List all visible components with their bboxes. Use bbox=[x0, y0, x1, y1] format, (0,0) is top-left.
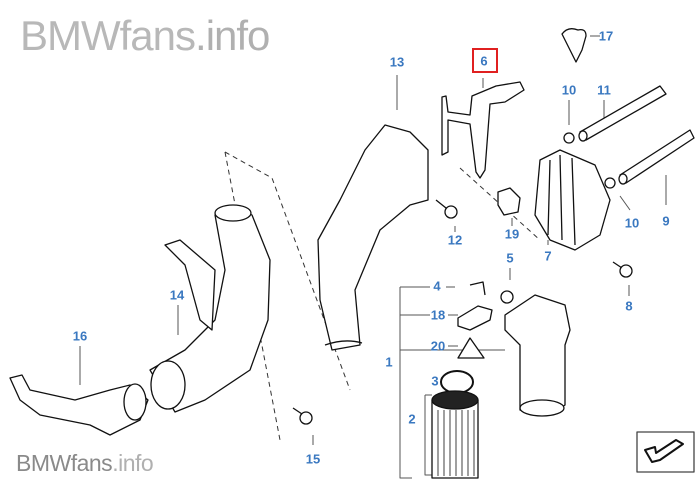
part-19-connector bbox=[497, 187, 521, 216]
watermark-top: BMWfans.info bbox=[20, 12, 270, 60]
part-13-duct bbox=[317, 124, 429, 351]
callout-18[interactable]: 18 bbox=[430, 307, 446, 323]
callout-5[interactable]: 5 bbox=[506, 250, 514, 266]
callout-17[interactable]: 17 bbox=[598, 28, 614, 44]
callout-7[interactable]: 7 bbox=[544, 248, 552, 264]
callout-3[interactable]: 3 bbox=[431, 373, 439, 389]
callout-2[interactable]: 2 bbox=[408, 411, 416, 427]
callout-6[interactable]: 6 bbox=[480, 53, 488, 69]
watermark-top-brand: BMWfans bbox=[20, 12, 196, 59]
part-4-clip bbox=[469, 281, 486, 296]
navigate-arrow-icon[interactable] bbox=[636, 431, 695, 473]
part-17-clip bbox=[561, 28, 587, 63]
part-12-screw bbox=[435, 199, 458, 219]
callout-13[interactable]: 13 bbox=[389, 54, 405, 70]
part-7-housing bbox=[534, 149, 611, 251]
callout-10-bottom[interactable]: 10 bbox=[624, 215, 640, 231]
watermark-bottom-brand: BMWfans bbox=[16, 450, 113, 476]
part-11-tube bbox=[578, 85, 667, 142]
part-6-bracket bbox=[441, 81, 525, 179]
callout-16[interactable]: 16 bbox=[72, 328, 88, 344]
callout-8[interactable]: 8 bbox=[625, 298, 633, 314]
part-20-warning-label bbox=[457, 337, 485, 359]
part-9-tube bbox=[618, 129, 695, 185]
callout-4[interactable]: 4 bbox=[433, 278, 441, 294]
part-10-clamps bbox=[563, 132, 616, 189]
highlight-box-part-6 bbox=[472, 48, 498, 73]
watermark-bottom: BMWfans.info bbox=[16, 450, 154, 477]
callout-14[interactable]: 14 bbox=[169, 287, 185, 303]
callout-20[interactable]: 20 bbox=[430, 338, 446, 354]
part-16-duct bbox=[9, 374, 149, 436]
part-2-filter-element bbox=[431, 390, 479, 479]
part-3-oring bbox=[440, 370, 474, 394]
part-18-plate bbox=[457, 305, 493, 331]
callout-12[interactable]: 12 bbox=[447, 232, 463, 248]
watermark-top-suffix: .info bbox=[195, 12, 270, 59]
part-14-clamp bbox=[164, 239, 216, 331]
part-15-screw bbox=[292, 407, 313, 425]
callout-1[interactable]: 1 bbox=[385, 354, 393, 370]
part-1-filter-housing bbox=[504, 294, 571, 417]
watermark-bottom-suffix: .info bbox=[112, 450, 154, 476]
part-5-nut bbox=[500, 290, 514, 304]
callout-15[interactable]: 15 bbox=[305, 451, 321, 467]
leader-lines bbox=[79, 35, 667, 479]
part-8-screw bbox=[612, 261, 633, 278]
callout-9[interactable]: 9 bbox=[662, 213, 670, 229]
callout-19[interactable]: 19 bbox=[504, 226, 520, 242]
callout-10-top[interactable]: 10 bbox=[561, 82, 577, 98]
callout-11[interactable]: 11 bbox=[597, 82, 611, 98]
